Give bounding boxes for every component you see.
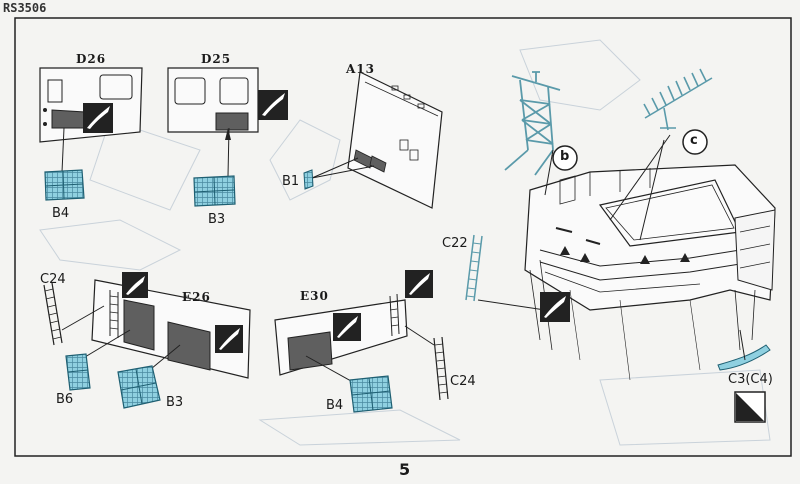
e30-label: E30: [300, 289, 329, 303]
grate-b4-top: [44, 169, 85, 201]
rail-c3: [717, 344, 771, 371]
ladder-c22: [465, 234, 483, 302]
a13-label: A13: [346, 62, 376, 76]
photoetch-icon: [258, 90, 288, 120]
radar-array: [643, 68, 713, 131]
d26-panel: [39, 67, 143, 201]
photoetch-icon: [83, 103, 113, 133]
photoetch-icon: [122, 272, 148, 298]
e26-panel: [43, 272, 251, 409]
e26-part-b3-label: B3: [166, 395, 184, 410]
photoetch-icon: [405, 270, 433, 298]
photoetch-icon: [215, 325, 243, 353]
grate-b3-top: [193, 175, 236, 207]
callout-circle-c: [682, 129, 708, 155]
e26-label: E26: [182, 290, 211, 304]
e30-panel: [274, 270, 449, 413]
ladder-c24-left: [43, 282, 63, 346]
main-ladder-label: C22: [442, 236, 468, 251]
e26-ladder-label: C24: [40, 272, 66, 287]
grate-b1: [303, 169, 314, 190]
header-code: RS3506: [3, 1, 47, 15]
a13-part-label: B1: [282, 174, 300, 189]
ladder-c24-right: [433, 336, 449, 401]
photoetch-icon: [734, 391, 766, 423]
e30-part-label: B4: [326, 398, 344, 413]
e26-part-b6-label: B6: [56, 392, 74, 407]
d26-part-label: B4: [52, 206, 70, 221]
d26-label: D26: [76, 52, 107, 66]
page-border: [14, 17, 792, 457]
page-number: 5: [399, 460, 411, 479]
a13-panel: [303, 71, 443, 209]
mast: [504, 71, 561, 176]
grate-b6: [65, 353, 91, 391]
grate-b4-bottom: [349, 375, 393, 413]
superstructure: [465, 68, 776, 423]
callout-circle-b: [552, 145, 578, 171]
callout-c-label: c: [690, 133, 698, 148]
d25-label: D25: [201, 52, 232, 66]
d25-panel: [167, 67, 288, 207]
ghost-background: [39, 39, 771, 446]
rail-label: C3(C4): [728, 372, 773, 387]
photoetch-icon: [540, 292, 570, 322]
photoetch-icon: [333, 313, 361, 341]
e30-ladder-label: C24: [450, 374, 476, 389]
d25-part-label: B3: [208, 212, 226, 227]
callout-b-label: b: [560, 149, 570, 164]
grate-b3-bottom: [117, 365, 161, 409]
